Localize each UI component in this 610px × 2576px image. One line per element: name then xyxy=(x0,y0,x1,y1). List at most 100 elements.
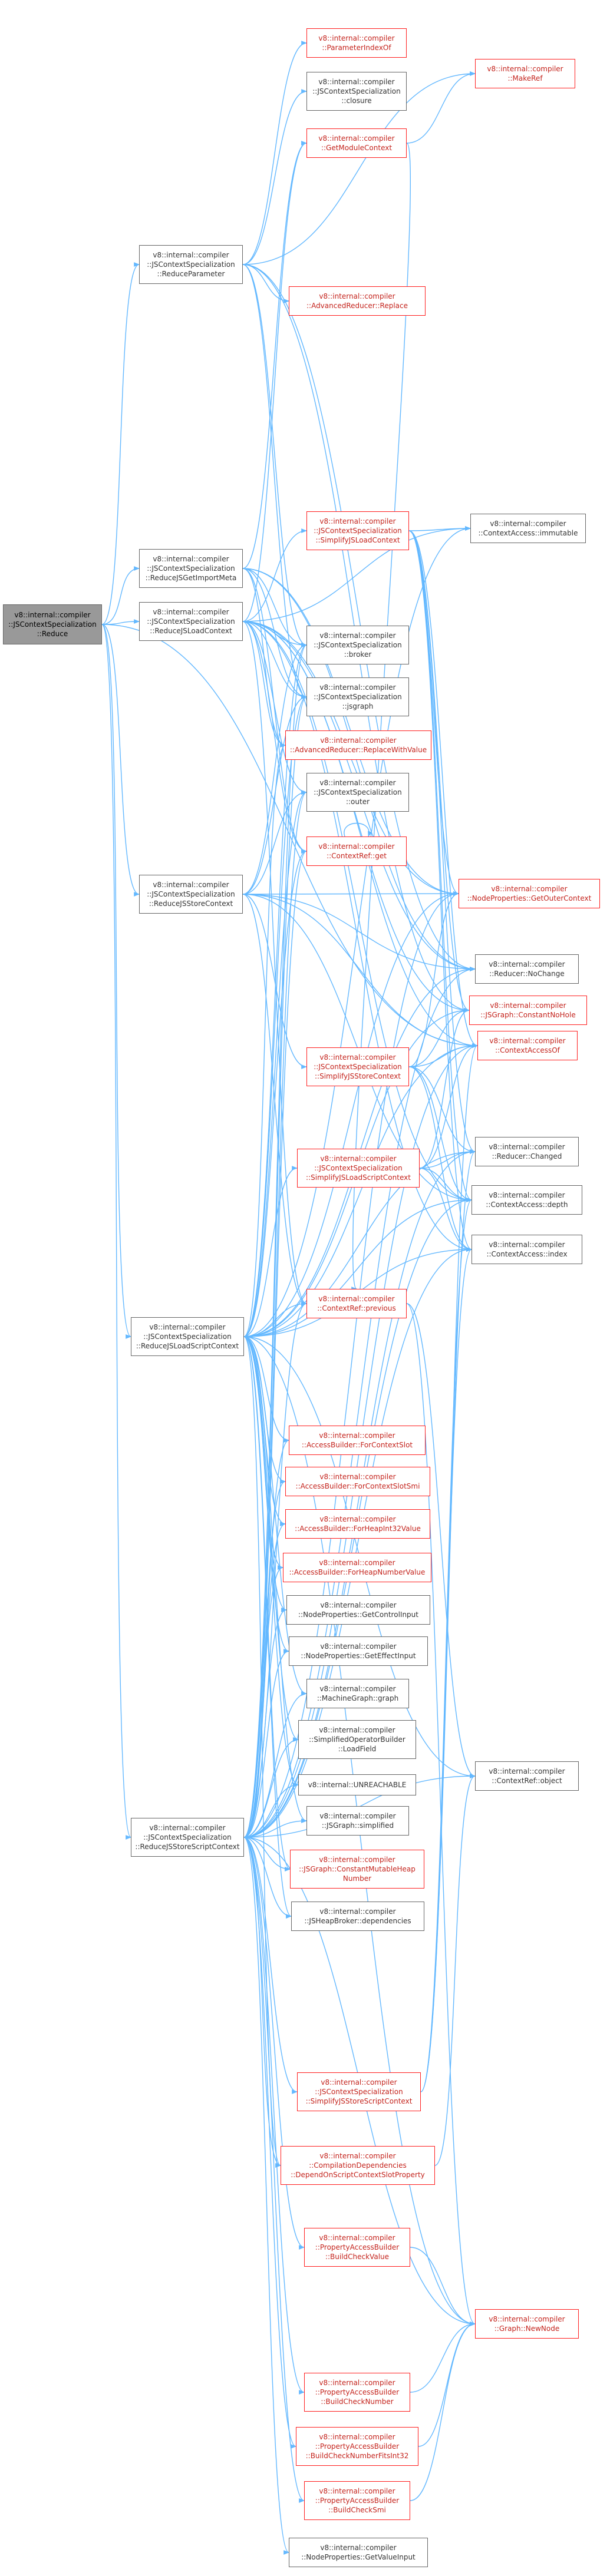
node-ctx-access-depth[interactable]: v8::internal::compiler ::ContextAccess::… xyxy=(471,1185,582,1215)
node-jsgraph[interactable]: v8::internal::compiler ::JSContextSpecia… xyxy=(306,677,409,716)
node-graph-newnode[interactable]: v8::internal::compiler ::Graph::NewNode xyxy=(475,2309,579,2339)
node-ctxref-object[interactable]: v8::internal::compiler ::ContextRef::obj… xyxy=(475,1761,579,1791)
node-ab-heap-int32[interactable]: v8::internal::compiler ::AccessBuilder::… xyxy=(285,1509,430,1539)
node-ctx-access-immutable[interactable]: v8::internal::compiler ::ContextAccess::… xyxy=(470,514,586,543)
node-unreachable[interactable]: v8::internal::UNREACHABLE xyxy=(298,1774,416,1795)
edge-reduce-store-script-to-np-get-value xyxy=(243,1837,289,2555)
edge-root-to-reduce-store-ctx xyxy=(101,624,140,897)
edge-reduce-load-script-to-ctx-access-depth xyxy=(243,1198,472,1337)
edge-simplify-load-ctx-to-ctx-access-of xyxy=(408,530,478,1048)
edge-reduce-store-script-to-cd-depend-slot xyxy=(243,1837,281,2168)
node-reduce-param[interactable]: v8::internal::compiler ::JSContextSpecia… xyxy=(139,245,243,284)
edge-root-to-reduce-store-script xyxy=(101,624,131,1840)
node-ctxref-get[interactable]: v8::internal::compiler ::ContextRef::get xyxy=(306,836,407,866)
node-closure[interactable]: v8::internal::compiler ::JSContextSpecia… xyxy=(306,72,407,111)
node-simplify-store-ctx[interactable]: v8::internal::compiler ::JSContextSpecia… xyxy=(306,1047,409,1086)
edge-reduce-store-script-to-np-get-outer xyxy=(243,891,459,1838)
node-pab-build-check-value[interactable]: v8::internal::compiler ::PropertyAccessB… xyxy=(304,2228,410,2267)
edge-reduce-load-ctx-to-get-module-ctx xyxy=(242,141,307,622)
node-broker[interactable]: v8::internal::compiler ::JSContextSpecia… xyxy=(306,626,409,664)
edge-root-to-reduce-import xyxy=(101,566,140,625)
edge-reduce-load-script-to-sob-load-field xyxy=(243,1336,299,1742)
edge-root-to-reduce-param xyxy=(101,262,140,625)
node-ab-ctx-slot[interactable]: v8::internal::compiler ::AccessBuilder::… xyxy=(289,1426,426,1455)
edge-reduce-load-ctx-to-ctx-access-of xyxy=(242,621,478,1048)
node-reduce-store-ctx[interactable]: v8::internal::compiler ::JSContextSpecia… xyxy=(139,875,243,914)
node-simplify-store-script[interactable]: v8::internal::compiler ::JSContextSpecia… xyxy=(297,2072,421,2111)
node-ab-ctx-slot-smi[interactable]: v8::internal::compiler ::AccessBuilder::… xyxy=(285,1467,430,1496)
node-reducer-nochange[interactable]: v8::internal::compiler ::Reducer::NoChan… xyxy=(475,954,579,984)
edge-reduce-store-script-to-jsgraph-const-heap xyxy=(243,1837,291,1871)
node-reduce-import[interactable]: v8::internal::compiler ::JSContextSpecia… xyxy=(139,549,243,588)
edge-reduce-load-script-to-outer xyxy=(243,790,307,1337)
edge-simplify-load-script-to-ctx-access-index xyxy=(419,1168,472,1252)
node-pab-build-check-smi[interactable]: v8::internal::compiler ::PropertyAccessB… xyxy=(304,2481,410,2520)
node-simplify-load-script[interactable]: v8::internal::compiler ::JSContextSpecia… xyxy=(297,1149,420,1188)
edge-simplify-store-script-to-ctx-access-depth xyxy=(420,1198,472,2092)
edge-reduce-store-script-to-jsheap-deps xyxy=(243,1837,292,1919)
edge-pab-build-check-number-to-graph-newnode xyxy=(410,2322,476,2393)
node-np-get-effect[interactable]: v8::internal::compiler ::NodeProperties:… xyxy=(289,1636,428,1666)
edge-simplify-load-ctx-to-ctx-access-index xyxy=(408,530,472,1252)
node-ctx-access-index[interactable]: v8::internal::compiler ::ContextAccess::… xyxy=(471,1235,582,1264)
node-pab-build-check-number[interactable]: v8::internal::compiler ::PropertyAccessB… xyxy=(304,2373,410,2412)
edge-ctxref-get-to-ctxref-get xyxy=(344,822,372,837)
node-get-module-ctx[interactable]: v8::internal::compiler ::GetModuleContex… xyxy=(306,128,407,158)
edge-simplify-store-ctx-to-jsgraph-const-nohole xyxy=(408,1008,470,1067)
node-ab-heap-number[interactable]: v8::internal::compiler ::AccessBuilder::… xyxy=(283,1553,431,1582)
node-make-ref[interactable]: v8::internal::compiler ::MakeRef xyxy=(475,59,575,88)
edge-reduce-store-script-to-ab-ctx-slot xyxy=(243,1438,289,1838)
edge-reduce-param-to-broker xyxy=(242,264,307,647)
edge-simplify-load-ctx-to-ctx-access-immutable xyxy=(408,526,471,531)
node-outer[interactable]: v8::internal::compiler ::JSContextSpecia… xyxy=(306,773,409,812)
edge-reduce-store-script-to-outer xyxy=(243,790,307,1838)
edge-reduce-import-to-ctxref-get xyxy=(242,568,307,854)
node-reduce-load-ctx[interactable]: v8::internal::compiler ::JSContextSpecia… xyxy=(139,602,243,641)
edge-simplify-store-ctx-to-ctx-access-index xyxy=(408,1066,472,1252)
node-adv-replace[interactable]: v8::internal::compiler ::AdvancedReducer… xyxy=(289,286,426,316)
edge-reduce-store-ctx-to-broker xyxy=(242,643,307,895)
edge-reduce-store-ctx-to-simplify-store-ctx xyxy=(242,894,307,1069)
edge-simplify-load-script-to-reducer-changed xyxy=(419,1149,476,1169)
edge-reduce-load-script-to-broker xyxy=(243,643,307,1337)
node-ctx-access-of[interactable]: v8::internal::compiler ::ContextAccessOf xyxy=(477,1031,578,1060)
edge-ctxref-previous-to-ctxref-object xyxy=(406,1303,476,1778)
edge-reduce-load-ctx-to-outer xyxy=(242,621,307,795)
node-simplify-load-ctx[interactable]: v8::internal::compiler ::JSContextSpecia… xyxy=(306,511,409,550)
node-cd-depend-slot[interactable]: v8::internal::compiler ::CompilationDepe… xyxy=(281,2146,435,2185)
edge-simplify-store-ctx-to-ctx-access-of xyxy=(408,1043,478,1067)
node-jsgraph-simplified[interactable]: v8::internal::compiler ::JSGraph::simpli… xyxy=(306,1806,409,1836)
node-jsheap-deps[interactable]: v8::internal::compiler ::JSHeapBroker::d… xyxy=(291,1902,424,1931)
edge-reduce-load-ctx-to-ctx-access-immutable xyxy=(242,526,471,622)
node-reduce-store-script[interactable]: v8::internal::compiler ::JSContextSpecia… xyxy=(131,1818,244,1857)
edge-reduce-load-script-to-cd-depend-slot xyxy=(243,1336,281,2168)
edge-reduce-store-script-to-machine-graph xyxy=(243,1691,307,1838)
edge-reduce-load-script-to-ab-ctx-slot xyxy=(243,1336,289,1443)
node-adv-replace-value[interactable]: v8::internal::compiler ::AdvancedReducer… xyxy=(285,730,431,760)
node-jsgraph-const-nohole[interactable]: v8::internal::compiler ::JSGraph::Consta… xyxy=(469,996,587,1025)
edge-reduce-param-to-make-ref xyxy=(242,71,476,265)
edge-reduce-load-script-to-ctxref-get xyxy=(243,849,307,1337)
edge-reduce-store-script-to-np-get-effect xyxy=(243,1649,289,1838)
edge-reduce-load-script-to-ctx-access-of xyxy=(243,1043,478,1337)
node-reduce-load-script[interactable]: v8::internal::compiler ::JSContextSpecia… xyxy=(131,1317,244,1356)
edge-cd-depend-slot-to-ctxref-object xyxy=(434,1774,476,2166)
node-np-get-control[interactable]: v8::internal::compiler ::NodeProperties:… xyxy=(286,1595,430,1625)
edge-reduce-load-script-to-simplify-load-script xyxy=(243,1166,298,1337)
edge-simplify-load-script-to-jsgraph-const-nohole xyxy=(419,1008,470,1169)
node-pab-build-check-fits[interactable]: v8::internal::compiler ::PropertyAccessB… xyxy=(296,2427,418,2466)
node-np-get-value[interactable]: v8::internal::compiler ::NodeProperties:… xyxy=(289,2538,428,2567)
node-machine-graph[interactable]: v8::internal::compiler ::MachineGraph::g… xyxy=(306,1679,409,1708)
edge-reduce-param-to-reducer-nochange xyxy=(242,264,476,971)
edge-reduce-param-to-jsgraph xyxy=(242,264,307,699)
edge-simplify-load-ctx-to-jsgraph-const-nohole xyxy=(408,530,470,1013)
node-np-get-outer[interactable]: v8::internal::compiler ::NodeProperties:… xyxy=(459,879,600,908)
node-jsgraph-const-heap[interactable]: v8::internal::compiler ::JSGraph::Consta… xyxy=(290,1850,424,1889)
node-reducer-changed[interactable]: v8::internal::compiler ::Reducer::Change… xyxy=(475,1137,579,1166)
node-sob-load-field[interactable]: v8::internal::compiler ::SimplifiedOpera… xyxy=(298,1720,416,1759)
edge-reduce-import-to-get-module-ctx xyxy=(242,141,307,569)
node-ctxref-previous[interactable]: v8::internal::compiler ::ContextRef::pre… xyxy=(306,1289,407,1318)
node-param-index[interactable]: v8::internal::compiler ::ParameterIndexO… xyxy=(306,28,407,58)
edge-reduce-store-script-to-simplify-store-script xyxy=(243,1837,298,2094)
edge-reduce-import-to-reducer-nochange xyxy=(242,568,476,971)
